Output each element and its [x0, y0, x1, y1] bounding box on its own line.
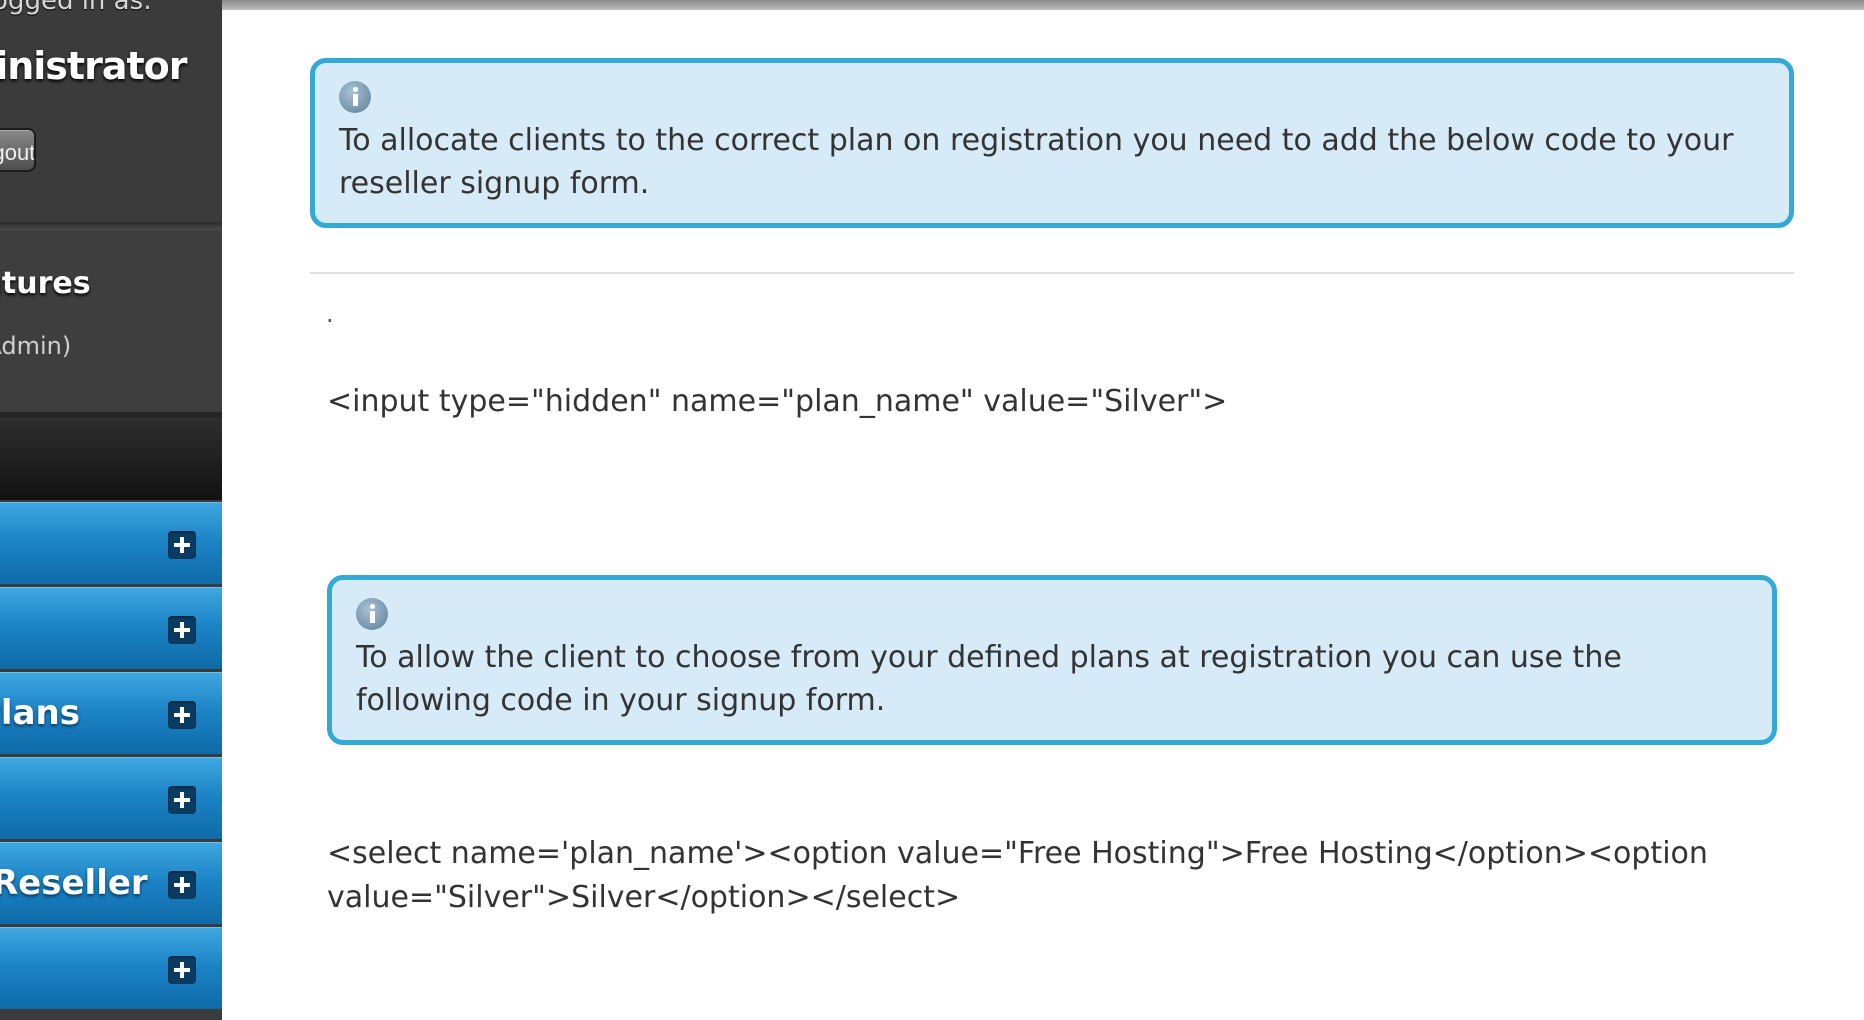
- dot-text: .: [326, 300, 334, 328]
- features-subtitle: (Admin): [0, 332, 72, 360]
- sidebar-nav: Plans Reseller: [0, 502, 222, 1012]
- sidebar-divider: [0, 412, 222, 418]
- features-title: Features: [0, 266, 91, 301]
- code-snippet-hidden-input: <input type="hidden" name="plan_name" va…: [327, 384, 1228, 419]
- info-box-text: To allocate clients to the correct plan …: [339, 123, 1734, 201]
- plus-icon[interactable]: [168, 531, 196, 559]
- welcome-text: Logged in as:: [0, 0, 152, 16]
- plus-icon[interactable]: [168, 871, 196, 899]
- user-role: Administrator: [0, 44, 187, 88]
- plus-icon[interactable]: [168, 786, 196, 814]
- sidebar-item-4[interactable]: [0, 757, 222, 839]
- sidebar: Logged in as: Administrator Logout Featu…: [0, 0, 222, 1020]
- sidebar-item-reseller[interactable]: Reseller: [0, 842, 222, 924]
- logout-button[interactable]: Logout: [0, 128, 36, 172]
- code-snippet-select: <select name='plan_name'><option value="…: [327, 836, 1708, 915]
- sidebar-item-label: Plans: [0, 693, 80, 733]
- info-box-allocate: To allocate clients to the correct plan …: [310, 58, 1794, 228]
- sidebar-item-1[interactable]: [0, 502, 222, 584]
- top-strip: [222, 0, 1864, 10]
- sidebar-item-2[interactable]: [0, 587, 222, 669]
- info-box-choose: To allow the client to choose from your …: [327, 575, 1777, 745]
- plus-icon[interactable]: [168, 616, 196, 644]
- sidebar-item-6[interactable]: [0, 927, 222, 1009]
- divider: [310, 272, 1794, 274]
- sidebar-divider: [0, 222, 222, 230]
- nav-header: [0, 418, 222, 500]
- main-content: To allocate clients to the correct plan …: [222, 0, 1864, 1020]
- features-panel: Features (Admin): [0, 230, 222, 412]
- info-box-text: To allow the client to choose from your …: [356, 640, 1622, 718]
- info-icon: [356, 598, 388, 630]
- sidebar-item-label: Reseller: [0, 863, 148, 903]
- plus-icon[interactable]: [168, 701, 196, 729]
- sidebar-item-plans[interactable]: Plans: [0, 672, 222, 754]
- plus-icon[interactable]: [168, 956, 196, 984]
- info-icon: [339, 81, 371, 113]
